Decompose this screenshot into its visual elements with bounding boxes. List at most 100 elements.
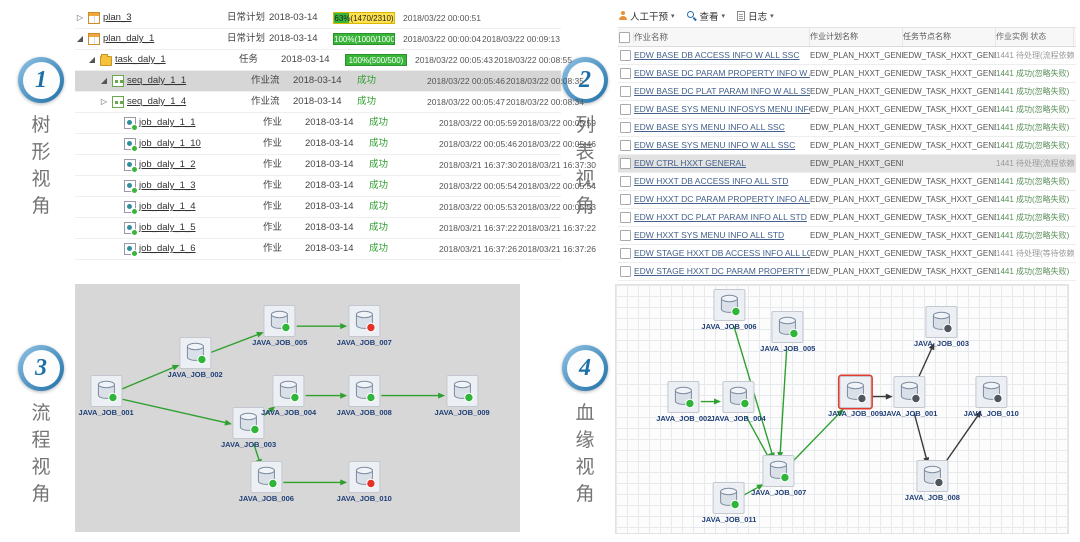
graph-node[interactable]: JAVA_JOB_002 (656, 380, 711, 423)
collapse-icon[interactable]: ◢ (100, 76, 108, 85)
graph-node[interactable]: JAVA_JOB_004 (261, 374, 316, 417)
job-name-link[interactable]: EDW STAGE HXXT DC PARAM PROPERTY INFO AL… (634, 266, 810, 276)
job-name-link[interactable]: EDW HXXT DB ACCESS INFO ALL STD (634, 176, 789, 186)
graph-node[interactable]: JAVA_JOB_003 (221, 406, 276, 449)
job-name-link[interactable]: EDW HXXT SYS MENU INFO ALL STD (634, 230, 785, 240)
graph-node[interactable]: JAVA_JOB_010 (964, 375, 1019, 418)
row-checkbox[interactable] (619, 122, 631, 133)
row-checkbox[interactable] (619, 194, 631, 205)
tree-node-link[interactable]: job_daly_1_10 (139, 138, 201, 149)
row-checkbox[interactable] (619, 68, 631, 79)
tree-row-type: 作业 (263, 159, 283, 170)
tree-node-link[interactable]: seq_daly_1_1 (127, 75, 187, 86)
row-checkbox[interactable] (619, 50, 631, 61)
graph-node[interactable]: JAVA_JOB_001 (79, 374, 134, 417)
tree-node-link[interactable]: job_daly_1_4 (139, 201, 196, 212)
graph-node[interactable]: JAVA_JOB_009 (435, 374, 490, 417)
tree-node-link[interactable]: job_daly_1_6 (139, 243, 196, 254)
row-checkbox[interactable] (619, 248, 631, 259)
graph-node[interactable]: JAVA_JOB_005 (760, 311, 815, 353)
graph-node[interactable]: JAVA_JOB_004 (710, 380, 766, 423)
row-checkbox[interactable] (619, 230, 631, 241)
job-name-link[interactable]: EDW HXXT DC PARAM PROPERTY INFO ALL STD (634, 194, 810, 204)
toolbar-item-log[interactable]: 日志▾ (737, 9, 774, 23)
job-name-link[interactable]: EDW BASE SYS MENU INFOSYS MENU INFO ALL … (634, 104, 810, 114)
graph-node[interactable]: JAVA_JOB_008 (905, 459, 960, 502)
row-checkbox[interactable] (619, 176, 631, 187)
select-all-checkbox[interactable] (619, 31, 630, 43)
graph-node[interactable]: JAVA_JOB_001 (882, 375, 937, 418)
list-row-status-cell: 1441 成功(忽略失败) (996, 191, 1074, 208)
row-checkbox[interactable] (619, 266, 631, 277)
list-row[interactable]: EDW STAGE HXXT DC PARAM PROPERTY INFO AL… (618, 263, 1076, 281)
graph-node[interactable]: JAVA_JOB_007 (337, 305, 392, 347)
list-row-status-cell: 1441 成功(忽略失败) (996, 101, 1074, 118)
job-name-link[interactable]: EDW STAGE HXXT DB ACCESS INFO ALL LOAD (634, 248, 810, 258)
row-checkbox[interactable] (619, 212, 631, 223)
row-checkbox[interactable] (619, 104, 631, 115)
tree-node-link[interactable]: task_daly_1 (115, 54, 166, 65)
job-name-link[interactable]: EDW BASE SYS MENU INFO ALL SSC (634, 122, 785, 132)
graph-node[interactable]: JAVA_JOB_007 (751, 454, 806, 497)
toolbar-item-person[interactable]: 人工干预▾ (618, 9, 675, 23)
expand-icon[interactable]: ▷ (100, 97, 108, 106)
row-checkbox[interactable] (619, 158, 631, 169)
list-row[interactable]: EDW BASE SYS MENU INFOSYS MENU INFO ALL … (618, 101, 1076, 119)
collapse-icon[interactable]: ◢ (88, 55, 96, 64)
job-name-link[interactable]: EDW HXXT DC PLAT PARAM INFO ALL STD (634, 212, 807, 222)
tree-node-link[interactable]: seq_daly_1_4 (127, 96, 187, 107)
toolbar-item-magnifier[interactable]: 查看▾ (686, 9, 725, 23)
job-name-link[interactable]: EDW BASE DC PARAM PROPERTY INFO W ALL SS… (634, 68, 810, 78)
graph-node[interactable]: JAVA_JOB_005 (252, 305, 307, 347)
job-name-link[interactable]: EDW BASE DB ACCESS INFO W ALL SSC (634, 50, 800, 60)
tree-node-link[interactable]: job_daly_1_2 (139, 159, 196, 170)
tree-node-link[interactable]: job_daly_1_1 (139, 117, 196, 128)
tree-node-link[interactable]: job_daly_1_5 (139, 222, 196, 233)
graph-node[interactable]: JAVA_JOB_011 (702, 482, 756, 524)
list-row[interactable]: EDW BASE DC PARAM PROPERTY INFO W ALL SS… (618, 65, 1076, 83)
graph-node[interactable]: JAVA_JOB_008 (337, 374, 392, 417)
graph-node[interactable]: JAVA_JOB_010 (337, 461, 392, 503)
list-row-task-name: EDW_TASK_HXXT_GENER (903, 177, 996, 186)
graph-node[interactable]: JAVA_JOB_003 (914, 306, 969, 348)
graph-node-tile (263, 305, 296, 338)
tree-node-link[interactable]: plan_daly_1 (103, 33, 155, 44)
graph-node[interactable]: JAVA_JOB_009 (828, 375, 883, 418)
graph-node[interactable]: JAVA_JOB_002 (168, 337, 223, 379)
job-name-link[interactable]: EDW BASE DC PLAT PARAM INFO W ALL SSC (634, 86, 810, 96)
list-row[interactable]: EDW HXXT DC PARAM PROPERTY INFO ALL STDE… (618, 191, 1076, 209)
row-checkbox[interactable] (619, 86, 631, 97)
tree-node-link[interactable]: job_daly_1_3 (139, 180, 196, 191)
expand-icon[interactable]: ▷ (76, 13, 84, 22)
collapse-icon[interactable]: ◢ (76, 34, 84, 43)
graph-node[interactable]: JAVA_JOB_006 (701, 288, 757, 331)
tree-node-link[interactable]: plan_3 (103, 12, 132, 23)
graph-node[interactable]: JAVA_JOB_006 (239, 461, 294, 503)
row-checkbox[interactable] (619, 140, 631, 151)
job-name-link[interactable]: EDW BASE SYS MENU INFO W ALL SSC (634, 140, 796, 150)
job-name-link[interactable]: EDW CTRL HXXT GENERAL (634, 158, 746, 168)
